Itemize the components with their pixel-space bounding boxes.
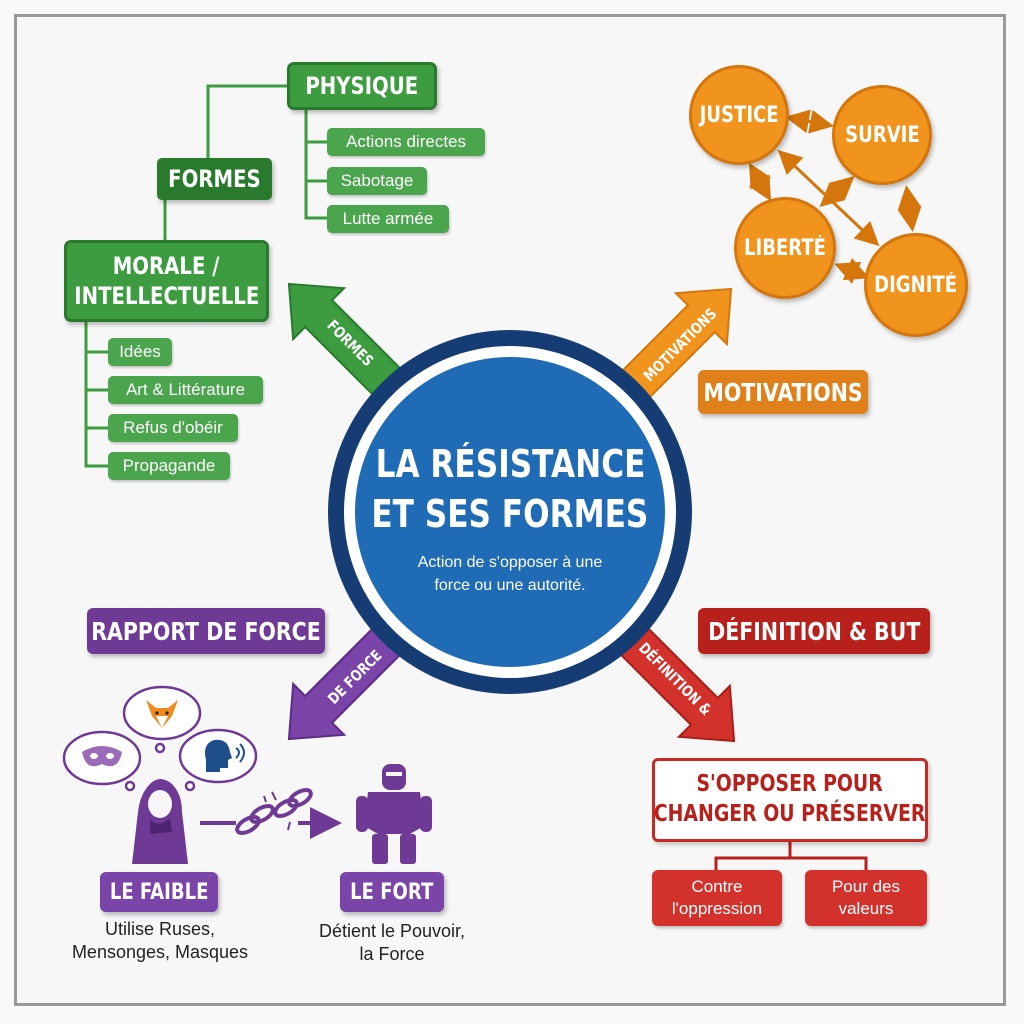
- motivations-label: MOTIVATIONS: [698, 370, 868, 414]
- motivation-node-survie: SURVIE: [832, 85, 932, 185]
- contre-line1: Contre: [691, 876, 743, 896]
- motivation-node-dignite: DIGNITÉ: [864, 233, 968, 337]
- physique-item-sabotage: Sabotage: [327, 167, 427, 195]
- morale-title-line1: MORALE /: [113, 252, 220, 280]
- morale-item-propagande: Propagande: [108, 452, 230, 480]
- motivation-node-liberte: LIBERTÉ: [734, 197, 836, 299]
- definition-main-box: S'OPPOSER POUR CHANGER OU PRÉSERVER: [652, 758, 928, 842]
- formes-tree-lines: [84, 84, 327, 468]
- broken-chain-icon: [200, 788, 342, 839]
- morale-item-idees: Idées: [108, 338, 172, 366]
- fox-icon: [146, 700, 178, 728]
- arrow-motivations: [610, 287, 733, 410]
- arrow-formes: [287, 282, 410, 405]
- center-title-line1: LA RÉSISTANCE: [375, 442, 645, 486]
- definition-main-line1: S'OPPOSER POUR: [696, 771, 884, 798]
- fort-label: LE FORT: [340, 872, 444, 912]
- physique-box: PHYSIQUE: [287, 62, 437, 110]
- contre-line2: l'oppression: [671, 899, 763, 918]
- speaking-head-icon: [205, 739, 245, 772]
- morale-box: MORALE / INTELLECTUELLE: [64, 240, 269, 322]
- fort-desc-line2: la Force: [359, 944, 425, 964]
- physique-item-actions: Actions directes: [327, 128, 485, 156]
- formes-label: FORMES: [157, 158, 272, 200]
- faible-desc-line2: Mensonges, Masques: [71, 942, 249, 962]
- center-subtitle-line1: Action de s'opposer à une: [417, 554, 603, 571]
- definition-tree-lines: [714, 840, 868, 870]
- thought-bubbles: [62, 685, 258, 792]
- center-title-line2: ET SES FORMES: [371, 492, 649, 536]
- mask-icon: [82, 746, 122, 767]
- rapport-label: RAPPORT DE FORCE: [87, 608, 325, 654]
- knight-icon: [356, 764, 432, 864]
- definition-item-contre: Contre l'oppression: [652, 870, 782, 926]
- pour-line2: valeurs: [838, 899, 894, 918]
- morale-title-line2: INTELLECTUELLE: [74, 282, 260, 310]
- morale-item-refus: Refus d'obéir: [108, 414, 238, 442]
- definition-main-line2: CHANGER OU PRÉSERVER: [654, 801, 926, 827]
- definition-item-pour: Pour des valeurs: [805, 870, 927, 926]
- arrow-definition: [613, 620, 736, 743]
- faible-label: LE FAIBLE: [100, 872, 218, 912]
- pour-line1: Pour des: [831, 876, 901, 896]
- motivation-node-justice: JUSTICE: [689, 65, 789, 165]
- physique-item-lutte: Lutte armée: [327, 205, 449, 233]
- definition-label: DÉFINITION & BUT: [698, 608, 930, 654]
- arrow-rapport: [287, 618, 410, 741]
- faible-desc-line1: Utilise Ruses,: [104, 919, 216, 939]
- hooded-figure-icon: [132, 779, 188, 864]
- fort-desc-line1: Détient le Pouvoir,: [318, 921, 466, 941]
- center-subtitle-line2: force ou une autorité.: [434, 577, 586, 594]
- motivation-links: [748, 109, 922, 284]
- center-circle: [328, 330, 692, 694]
- morale-item-art: Art & Littérature: [108, 376, 263, 404]
